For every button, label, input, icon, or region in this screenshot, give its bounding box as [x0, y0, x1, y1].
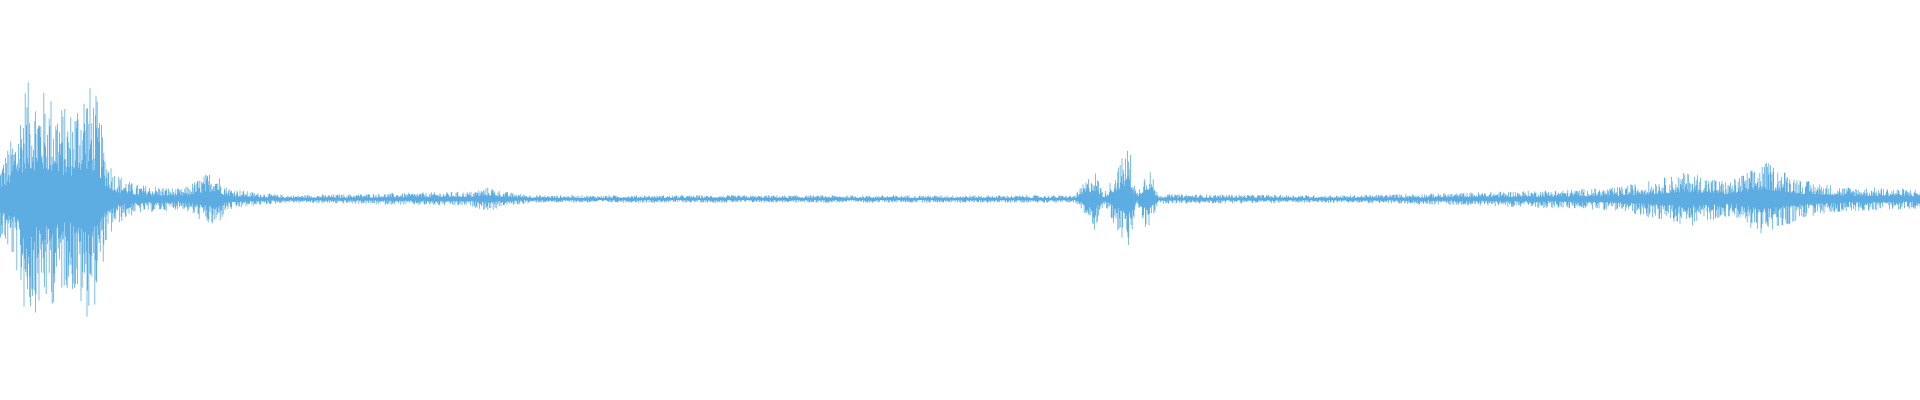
waveform-lines — [0, 82, 1920, 317]
